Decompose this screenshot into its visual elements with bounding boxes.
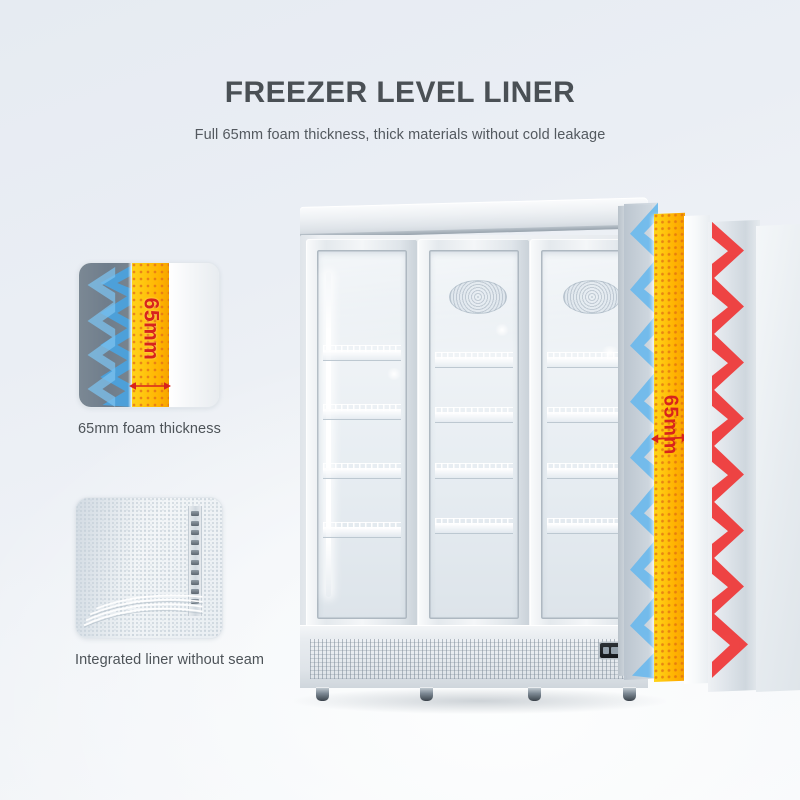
heat-flow-zigzag-icon	[712, 221, 748, 678]
evaporator-fan-icon	[448, 279, 507, 314]
header: FREEZER LEVEL LINER Full 65mm foam thick…	[0, 76, 800, 143]
caster-wheel	[420, 687, 433, 701]
outer-shell-face	[756, 224, 800, 692]
foam-dimension-label: 65mm	[139, 297, 163, 361]
callout-foam-image: 65mm	[78, 262, 220, 408]
callout-foam-caption: 65mm foam thickness	[78, 421, 221, 437]
callout-foam-thickness: 65mm 65mm foam thickness	[78, 262, 221, 437]
caster-wheel	[623, 687, 636, 701]
cabinet-ground-shadow	[294, 688, 666, 714]
door-glass	[541, 250, 631, 619]
cabinet-canopy	[300, 197, 648, 238]
middle-glass-door[interactable]	[418, 239, 530, 629]
insulation-foam-layer	[128, 263, 169, 407]
evaporator-fan-icon	[562, 279, 621, 314]
cutaway-dimension-label: 65mm	[659, 394, 681, 455]
cold-interior-layer	[79, 263, 133, 407]
glass-door-group	[306, 239, 642, 629]
page-title: FREEZER LEVEL LINER	[224, 76, 576, 109]
cold-airflow-zigzag-icon	[87, 265, 133, 407]
cold-side-surface	[624, 202, 658, 681]
callout-liner-image	[75, 497, 223, 639]
left-glass-door[interactable]	[306, 239, 418, 629]
cold-airflow-zigzag-icon	[630, 202, 658, 679]
liner-corner-shading	[76, 498, 138, 638]
wire-shelf-icon	[83, 594, 203, 629]
caster-wheel	[316, 687, 329, 701]
led-light-strip-icon	[326, 272, 331, 597]
door-glass	[429, 250, 519, 619]
cutaway-dimension-label-wrap: 65mm	[654, 349, 685, 500]
foam-dimension-label-wrap: 65mm	[132, 267, 168, 391]
cabinet-base-panel	[300, 625, 648, 701]
foam-dimension-arrow	[129, 378, 172, 390]
callout-liner-caption: Integrated liner without seam	[75, 652, 265, 668]
door-glass	[317, 250, 407, 619]
callout-integrated-liner: Integrated liner without seam	[75, 497, 264, 668]
page-subtitle: Full 65mm foam thickness, thick material…	[194, 127, 606, 143]
outer-shell-layer	[708, 219, 760, 692]
caster-wheel	[528, 687, 541, 701]
shelf-support-rail	[187, 506, 202, 616]
freezer-cabinet	[294, 197, 666, 714]
inner-liner-layer	[684, 214, 710, 684]
wall-cutaway-diagram: 65mm	[618, 200, 800, 712]
inner-liner-layer	[168, 263, 219, 407]
ventilation-grille	[310, 639, 628, 679]
